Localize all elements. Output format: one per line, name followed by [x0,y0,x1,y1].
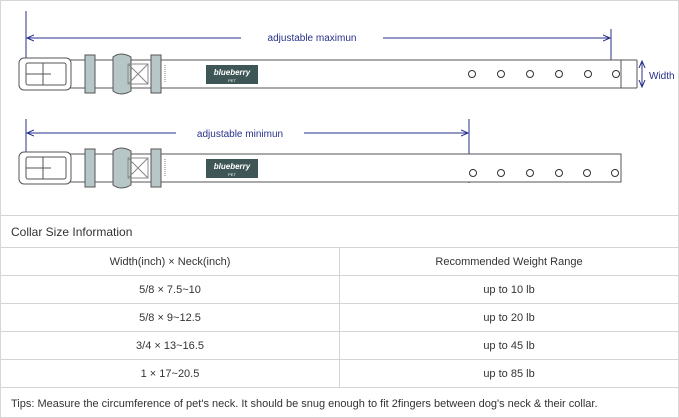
size-cell: 5/8 × 9~12.5 [1,303,340,332]
adjustable-maximum-label: adjustable maximun [268,33,357,44]
tips-text: Tips: Measure the circumference of pet's… [1,387,678,417]
weight-cell: up to 20 lb [339,303,678,332]
collar-diagram: blueberry PET adjustable maximun Width a… [18,11,675,189]
header-size: Width(inch) × Neck(inch) [1,247,340,276]
header-weight: Recommended Weight Range [339,247,678,276]
table-title: Collar Size Information [1,215,678,248]
weight-cell: up to 10 lb [339,275,678,304]
weight-cell: up to 45 lb [339,331,678,360]
width-label: Width [649,71,675,82]
adjustable-minimum-label: adjustable minimun [197,129,283,140]
size-cell: 1 × 17~20.5 [1,359,340,388]
weight-cell: up to 85 lb [339,359,678,388]
size-cell: 3/4 × 13~16.5 [1,331,340,360]
size-cell: 5/8 × 7.5~10 [1,275,340,304]
collar-min [18,147,622,189]
size-table: Collar Size Information Width(inch) × Ne… [1,215,678,417]
